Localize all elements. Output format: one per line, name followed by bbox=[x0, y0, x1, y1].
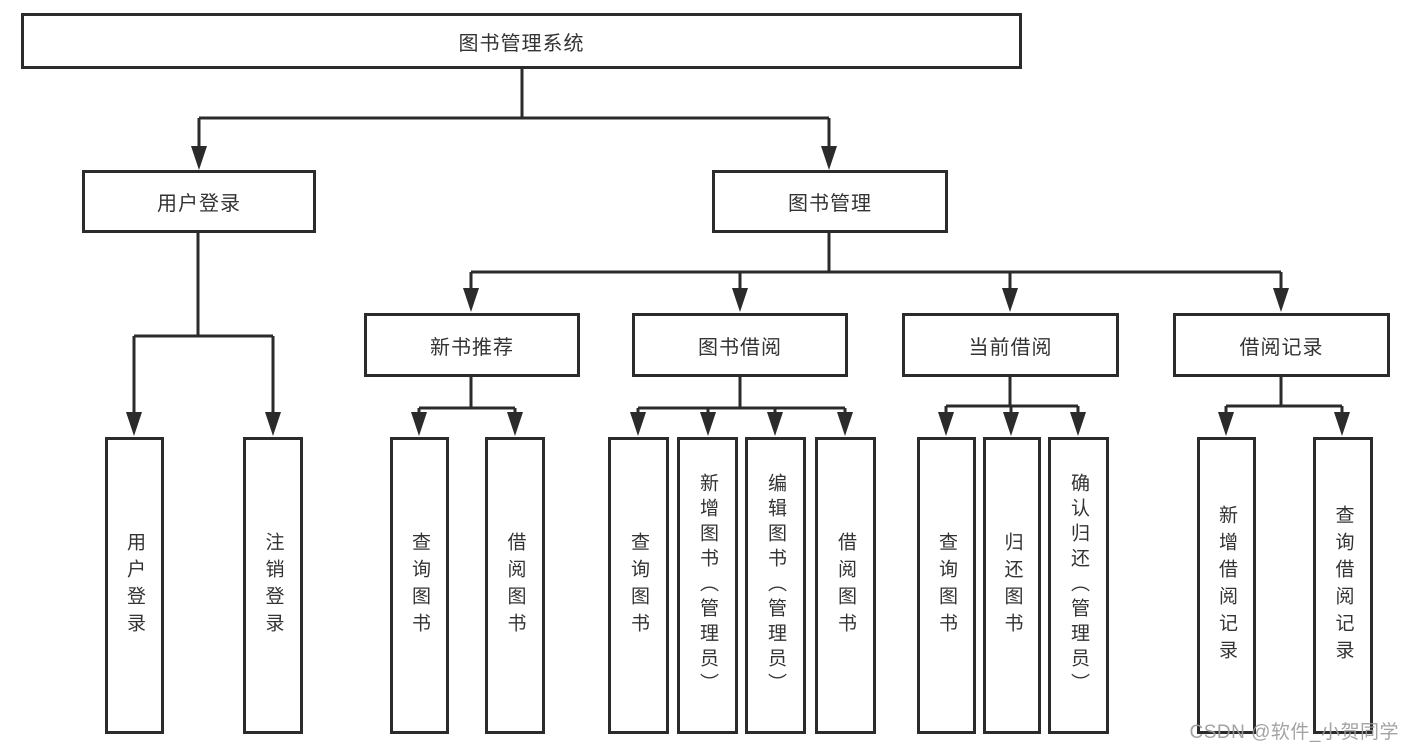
user-login-connector bbox=[132, 233, 275, 416]
csdn-watermark: CSDN @软件_小贺同学 bbox=[1189, 722, 1399, 743]
node-book-mgmt: 图书管理 bbox=[712, 170, 948, 233]
leaf-borrow-borrow-books: 借阅图书 bbox=[815, 437, 876, 734]
leaf-borrow-add-books-admin: 新增图书（管理员） bbox=[677, 437, 738, 734]
node-borrow-records: 借阅记录 bbox=[1173, 313, 1390, 377]
leaf-current-query-books: 查询图书 bbox=[917, 437, 976, 734]
node-book-borrow: 图书借阅 bbox=[632, 313, 848, 377]
node-label: 查询图书 bbox=[936, 531, 957, 640]
leaf-current-confirm-return-admin: 确认归还（管理员） bbox=[1048, 437, 1109, 734]
leaf-rec-borrow-books: 借阅图书 bbox=[485, 437, 545, 734]
current-borrow-connector bbox=[944, 377, 1080, 416]
node-label: 图书管理系统 bbox=[458, 32, 585, 55]
leaf-user-login: 用户登录 bbox=[105, 437, 164, 734]
node-label: 用户登录 bbox=[157, 193, 241, 215]
book-borrow-connector bbox=[636, 377, 847, 416]
node-label: 图书管理 bbox=[788, 193, 872, 215]
node-label: 用户登录 bbox=[124, 531, 145, 640]
node-label: 新书推荐 bbox=[430, 336, 514, 359]
node-label: 借阅图书 bbox=[504, 531, 526, 640]
node-label: 查询图书 bbox=[409, 531, 430, 640]
node-label: 查询图书 bbox=[628, 531, 649, 640]
node-label: 编辑图书（管理员） bbox=[765, 473, 786, 698]
leaf-logout: 注销登录 bbox=[243, 437, 303, 734]
node-root: 图书管理系统 bbox=[21, 13, 1022, 69]
arrowheads bbox=[126, 146, 1350, 436]
node-label: 注销登录 bbox=[262, 531, 284, 640]
node-label: 确认归还（管理员） bbox=[1068, 473, 1089, 698]
leaf-records-query-record: 查询借阅记录 bbox=[1313, 437, 1373, 734]
node-user-login: 用户登录 bbox=[82, 170, 316, 233]
node-new-book-rec: 新书推荐 bbox=[364, 313, 580, 377]
node-label: 借阅图书 bbox=[835, 531, 856, 640]
node-label: 当前借阅 bbox=[968, 336, 1053, 359]
root-connector bbox=[197, 68, 831, 150]
node-current-borrow: 当前借阅 bbox=[902, 313, 1119, 377]
node-label: 新增图书（管理员） bbox=[697, 473, 718, 698]
node-label: 查询借阅记录 bbox=[1332, 504, 1354, 667]
leaf-borrow-query-books: 查询图书 bbox=[608, 437, 669, 734]
node-label: 借阅记录 bbox=[1239, 336, 1324, 359]
node-label: 归还图书 bbox=[1001, 531, 1023, 640]
leaf-borrow-edit-books-admin: 编辑图书（管理员） bbox=[745, 437, 806, 734]
leaf-current-return-books: 归还图书 bbox=[983, 437, 1041, 734]
node-label: 新增借阅记录 bbox=[1216, 504, 1237, 667]
new-book-rec-connector bbox=[417, 377, 517, 416]
book-mgmt-connector bbox=[469, 233, 1283, 292]
leaf-records-add-record: 新增借阅记录 bbox=[1197, 437, 1256, 734]
node-label: 图书借阅 bbox=[698, 336, 782, 359]
leaf-rec-query-books: 查询图书 bbox=[390, 437, 449, 734]
borrow-records-connector bbox=[1224, 377, 1344, 416]
